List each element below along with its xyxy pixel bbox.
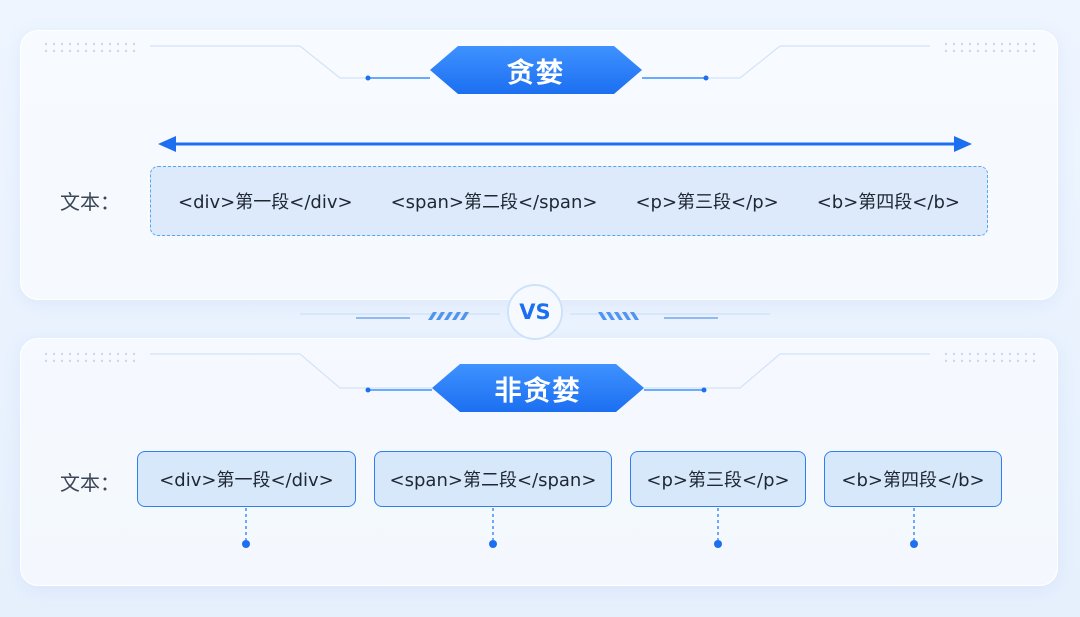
connector-dot	[701, 387, 707, 393]
non-greedy-match-box: <b>第四段</b>	[824, 451, 1002, 507]
greedy-title-badge: 贪婪	[430, 46, 642, 94]
connector-dot	[365, 75, 371, 81]
match-dot	[714, 540, 722, 548]
dot-grid-right-bottom	[944, 352, 1036, 363]
greedy-segment: <span>第二段</span>	[390, 192, 598, 213]
non-greedy-text-label: 文本：	[60, 471, 120, 495]
header-frame-right-bottom	[644, 353, 930, 389]
greedy-segment: <div>第一段</div>	[178, 192, 353, 213]
greedy-segment: <b>第四段</b>	[816, 192, 960, 213]
non-greedy-title-badge: 非贪婪	[432, 364, 644, 412]
dot-grid-left-bottom	[44, 352, 136, 363]
match-connectors	[245, 508, 915, 540]
dot-grid-right	[944, 42, 1036, 53]
dot-grid-left	[44, 42, 136, 53]
header-frame-left	[150, 45, 430, 79]
greedy-match-box: <div>第一段</div> <span>第二段</span> <p>第三段</…	[150, 166, 988, 236]
match-dot	[242, 540, 250, 548]
vs-badge: VS	[507, 284, 563, 340]
connector-dot	[365, 387, 371, 393]
match-dot	[489, 540, 497, 548]
header-frame-right	[645, 45, 930, 79]
greedy-text-label: 文本：	[60, 190, 120, 214]
connector-dot	[703, 75, 709, 81]
vs-divider-right	[570, 312, 770, 320]
non-greedy-match-box: <div>第一段</div>	[137, 451, 356, 507]
non-greedy-match-box: <span>第二段</span>	[374, 451, 612, 507]
header-frame-left-bottom	[150, 353, 432, 389]
greedy-segment: <p>第三段</p>	[635, 192, 779, 213]
non-greedy-match-box: <p>第三段</p>	[630, 451, 806, 507]
double-arrow-icon	[158, 136, 972, 152]
match-dot	[910, 540, 918, 548]
vs-divider-left	[300, 312, 500, 320]
